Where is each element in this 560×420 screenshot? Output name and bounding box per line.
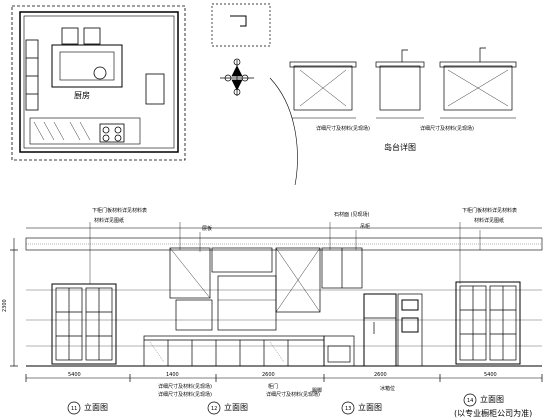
elevation-drawing — [10, 222, 543, 415]
callout-top-7: 材料详见图纸 — [474, 217, 504, 224]
view-num-11: 11 — [71, 406, 77, 412]
left-window — [51, 283, 117, 365]
island-note-a: 详细尺寸及材料(见现场) — [316, 125, 370, 132]
kitchen-plan — [11, 5, 186, 161]
oven — [323, 335, 355, 367]
callout-bottom-1: 详细尺寸及材料(见现场) — [158, 383, 212, 390]
island-detail-2 — [375, 49, 425, 119]
view-marker-11 — [67, 401, 81, 415]
island-note-b: 详细尺寸及材料(见现场) — [420, 125, 474, 132]
callout-bottom-5: 踢脚 — [312, 387, 322, 394]
plan-island-top — [59, 51, 115, 81]
fridge — [363, 293, 397, 367]
island-detail-1 — [289, 61, 357, 119]
base-cabinets — [143, 335, 325, 367]
view-label-14: 立面图 — [480, 394, 504, 404]
view-marker-12 — [207, 401, 221, 415]
view-num-14: 14 — [467, 398, 473, 404]
bottom-dim-2: 1400 — [166, 372, 179, 378]
island-detail-3-body — [443, 65, 513, 111]
upper-cabinet-1 — [169, 247, 211, 299]
plan-island — [51, 44, 123, 88]
plan-appliance — [145, 73, 165, 105]
view-num-13: 13 — [345, 406, 351, 412]
callout-top-6: 下柜门板材料详见材料表 — [462, 207, 517, 214]
footer-note: (以专业橱柜公司为准) — [454, 408, 532, 418]
view-num-12: 12 — [211, 406, 217, 412]
plan-burner-1 — [102, 126, 110, 134]
plan-chair-2 — [83, 27, 101, 45]
callout-top-1: 下柜门板材料详见材料表 — [92, 207, 147, 214]
callout-bottom-3: 柜门 — [268, 383, 278, 390]
callout-top-5: 吊柜 — [360, 223, 370, 230]
plan-burner-2 — [114, 126, 122, 134]
plan-left-cabinet — [25, 39, 39, 111]
plan-counter — [29, 117, 141, 145]
view-marker-14 — [463, 393, 477, 407]
plan-burner-3 — [102, 134, 110, 142]
appliance-column — [397, 293, 423, 367]
plan-outer-dashed-border — [11, 5, 186, 161]
mid-window-2 — [217, 275, 277, 331]
callout-top-3: 层板 — [202, 225, 212, 232]
island-detail-title: 岛台详图 — [384, 142, 416, 152]
upper-cabinet-2 — [211, 247, 273, 273]
callout-bottom-4: 详细尺寸及材料(见现场) — [266, 391, 320, 398]
detail-callout — [211, 3, 298, 186]
bottom-dim-5: 5400 — [484, 372, 497, 378]
plan-chair-1 — [61, 27, 79, 45]
view-label-12: 立面图 — [224, 402, 248, 412]
island-detail-3 — [439, 47, 517, 119]
view-label-13: 立面图 — [358, 402, 382, 412]
left-dimension: 2300 — [2, 299, 8, 312]
bottom-dim-1: 5400 — [68, 372, 81, 378]
view-marker-13 — [341, 401, 355, 415]
plan-burner-4 — [114, 134, 122, 142]
callout-bottom-6: 冰箱位 — [380, 385, 395, 392]
callout-top-2: 材料详见图纸 — [94, 217, 124, 224]
island-detail-2-body — [379, 65, 421, 111]
plan-sink — [93, 66, 107, 80]
plan-room-label: 厨房 — [74, 90, 90, 100]
callout-top-4: 石材面 (见现场) — [334, 211, 370, 218]
view-label-11: 立面图 — [84, 402, 108, 412]
detail-box — [211, 3, 271, 47]
plan-cooktop — [99, 123, 125, 143]
bottom-dim-3: 2600 — [262, 372, 275, 378]
plan-inner-wall — [23, 15, 175, 149]
callout-bottom-2: 详细尺寸及材料(见现场) — [158, 391, 212, 398]
right-window — [455, 281, 521, 365]
mid-window-1 — [175, 299, 213, 331]
plan-wall — [19, 11, 179, 153]
bottom-dim-4: 2600 — [374, 372, 387, 378]
island-detail-1-body — [293, 65, 353, 111]
